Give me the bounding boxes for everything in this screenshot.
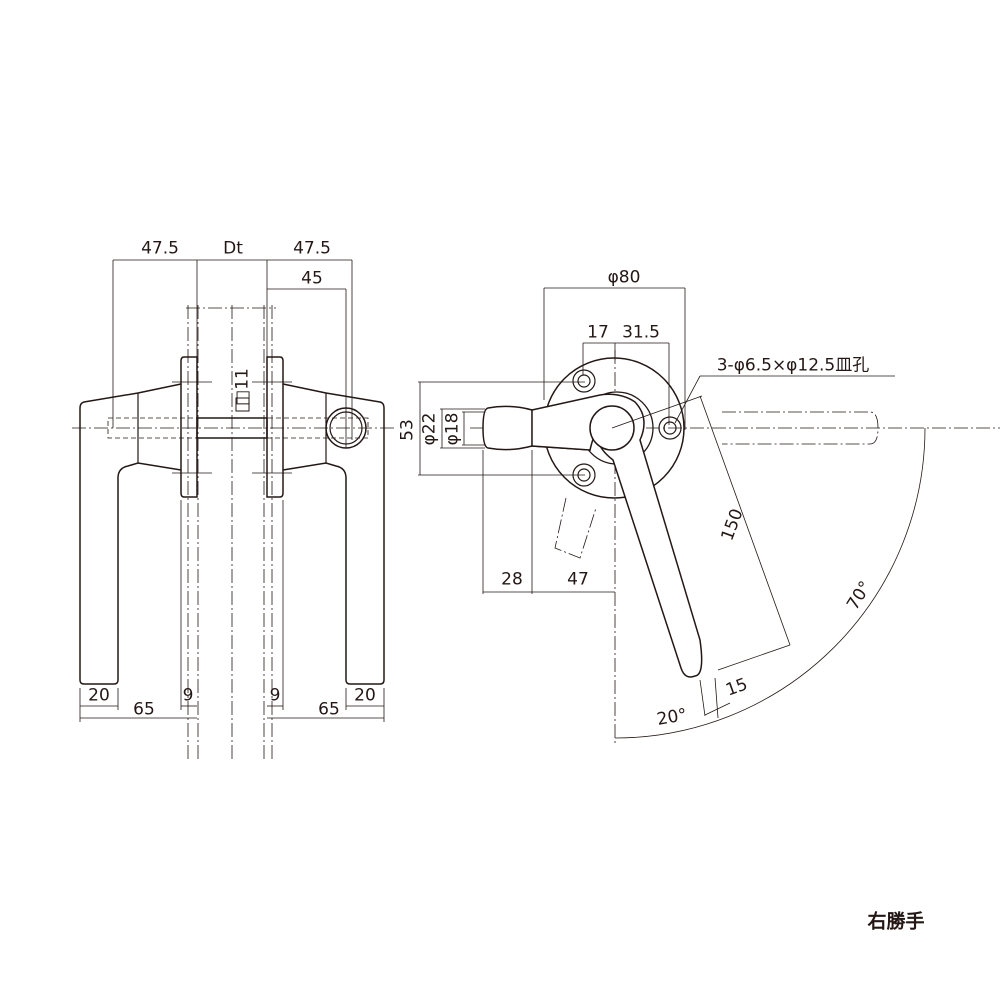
- dim-right-rose-offset: 47.5: [293, 238, 331, 259]
- dim-right-grip-width: 20: [354, 685, 376, 706]
- side-view: [418, 287, 1000, 745]
- dim-left-rose-offset: 47.5: [141, 238, 179, 259]
- left-rose: [180, 356, 198, 498]
- dim-left-rose-thickness: 9: [182, 685, 194, 706]
- dim-door-thickness: Dt: [223, 238, 243, 259]
- dim-arm-length: 47: [567, 569, 589, 590]
- right-rose: [266, 356, 284, 498]
- dim-hole-offset-left: 17: [587, 322, 609, 343]
- dim-right-rose-thickness: 9: [269, 685, 281, 706]
- dim-height: 53: [397, 419, 418, 441]
- hand-label: 右勝手: [867, 910, 925, 933]
- dim-knob-offset: 45: [301, 268, 323, 289]
- dim-hole-offset-right: 31.5: [622, 322, 660, 343]
- dim-screw-holes: 3-φ6.5×φ12.5皿孔: [716, 355, 870, 376]
- dim-rose-diameter: φ80: [607, 267, 641, 288]
- spindle: [196, 417, 268, 439]
- right-lever: [282, 383, 385, 685]
- dim-spindle-square: □11: [232, 368, 253, 406]
- dim-tip-length: 28: [501, 569, 523, 590]
- dim-right-projection: 65: [318, 699, 340, 720]
- dim-left-grip-width: 20: [88, 685, 110, 706]
- spindle-square: [235, 397, 250, 412]
- front-view: [72, 259, 395, 762]
- dim-tip-diameter-outer: φ22: [419, 412, 440, 446]
- dim-left-projection: 65: [133, 699, 155, 720]
- dim-tip-diameter-inner: φ18: [442, 412, 463, 446]
- left-lever: [79, 383, 182, 685]
